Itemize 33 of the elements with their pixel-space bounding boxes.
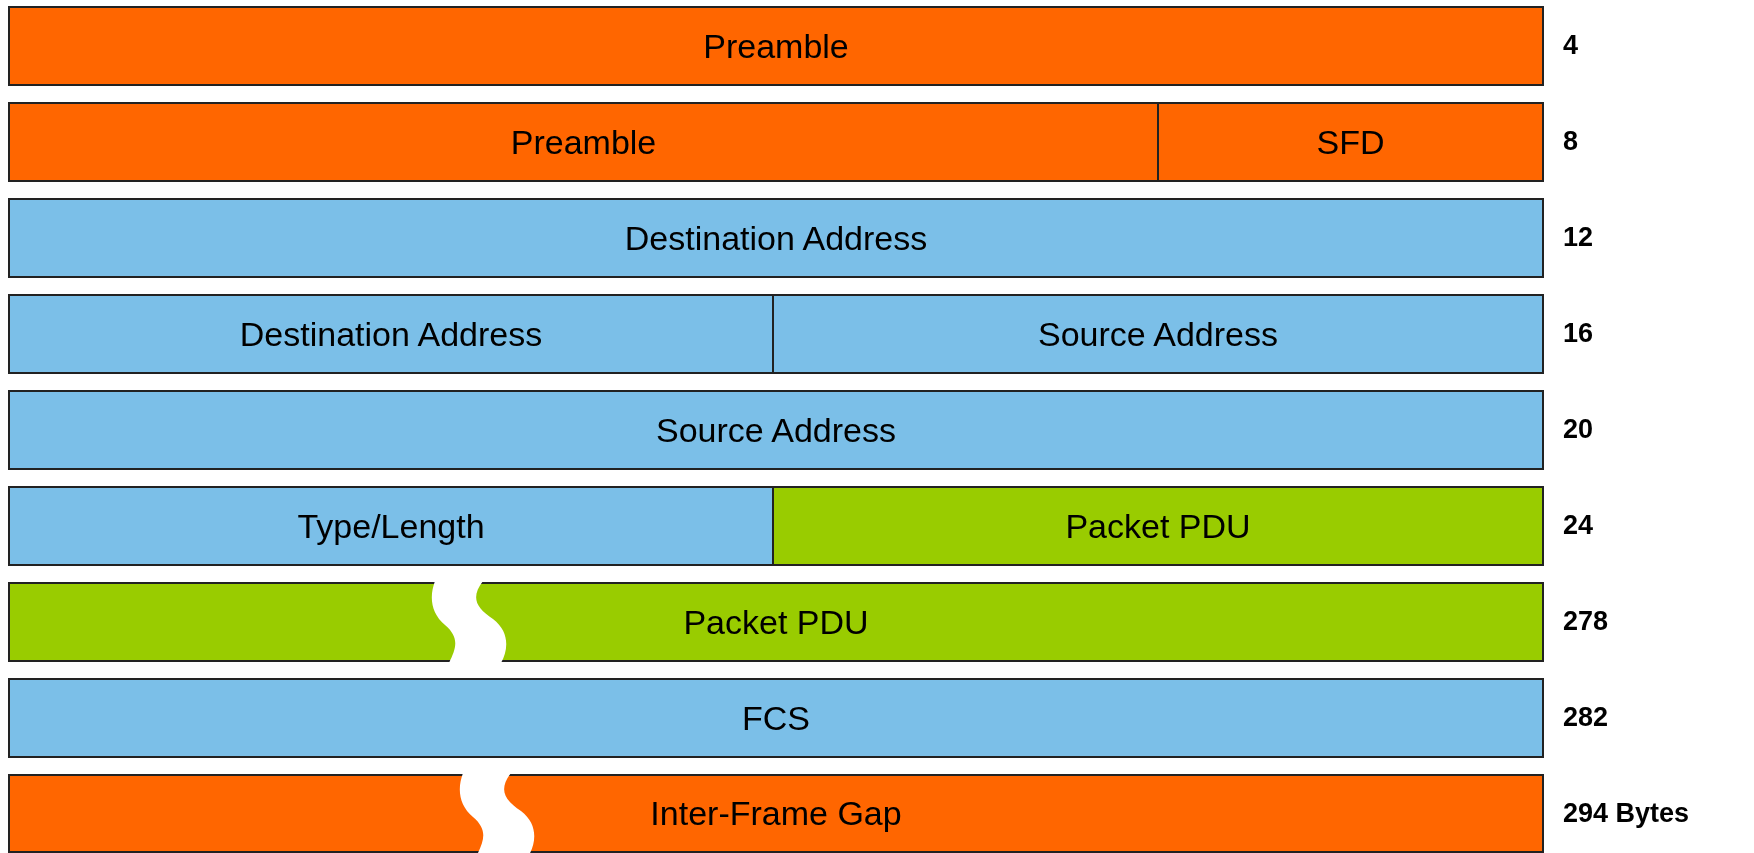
field-box	[8, 6, 1544, 86]
field-name: Type/Length	[297, 506, 485, 546]
field-box	[8, 678, 1544, 758]
byte-offset: 12	[1563, 222, 1594, 253]
field-name: Packet PDU	[683, 602, 869, 642]
field-name: Destination Address	[624, 218, 928, 258]
field-box	[774, 486, 1544, 566]
field-name: Packet PDU	[1065, 506, 1251, 546]
field-box	[8, 390, 1544, 470]
field-box	[774, 294, 1544, 374]
field-box	[8, 582, 1544, 662]
byte-offset: 20	[1563, 414, 1594, 445]
field-name: Destination Address	[239, 314, 543, 354]
field-box	[8, 294, 774, 374]
byte-offset: 8	[1563, 126, 1579, 157]
field-name: FCS	[742, 698, 810, 738]
field-box	[8, 486, 774, 566]
byte-offset: 16	[1563, 318, 1594, 349]
field-box	[8, 198, 1544, 278]
field-box	[8, 774, 1544, 853]
field-name: Source Address	[656, 410, 896, 450]
field-name: Inter-Frame Gap	[650, 794, 902, 833]
field-name: SFD	[1316, 122, 1385, 162]
field-box	[8, 102, 1159, 182]
field-box	[1159, 102, 1544, 182]
byte-offset: 278	[1563, 606, 1609, 637]
byte-offset: 24	[1563, 510, 1594, 541]
byte-offset: 4	[1563, 30, 1579, 61]
byte-offset: 294 Bytes	[1563, 798, 1690, 829]
field-name: Source Address	[1038, 314, 1278, 354]
field-name: Preamble	[510, 122, 657, 162]
field-name: Preamble	[703, 26, 849, 66]
byte-offset: 282	[1563, 702, 1609, 733]
